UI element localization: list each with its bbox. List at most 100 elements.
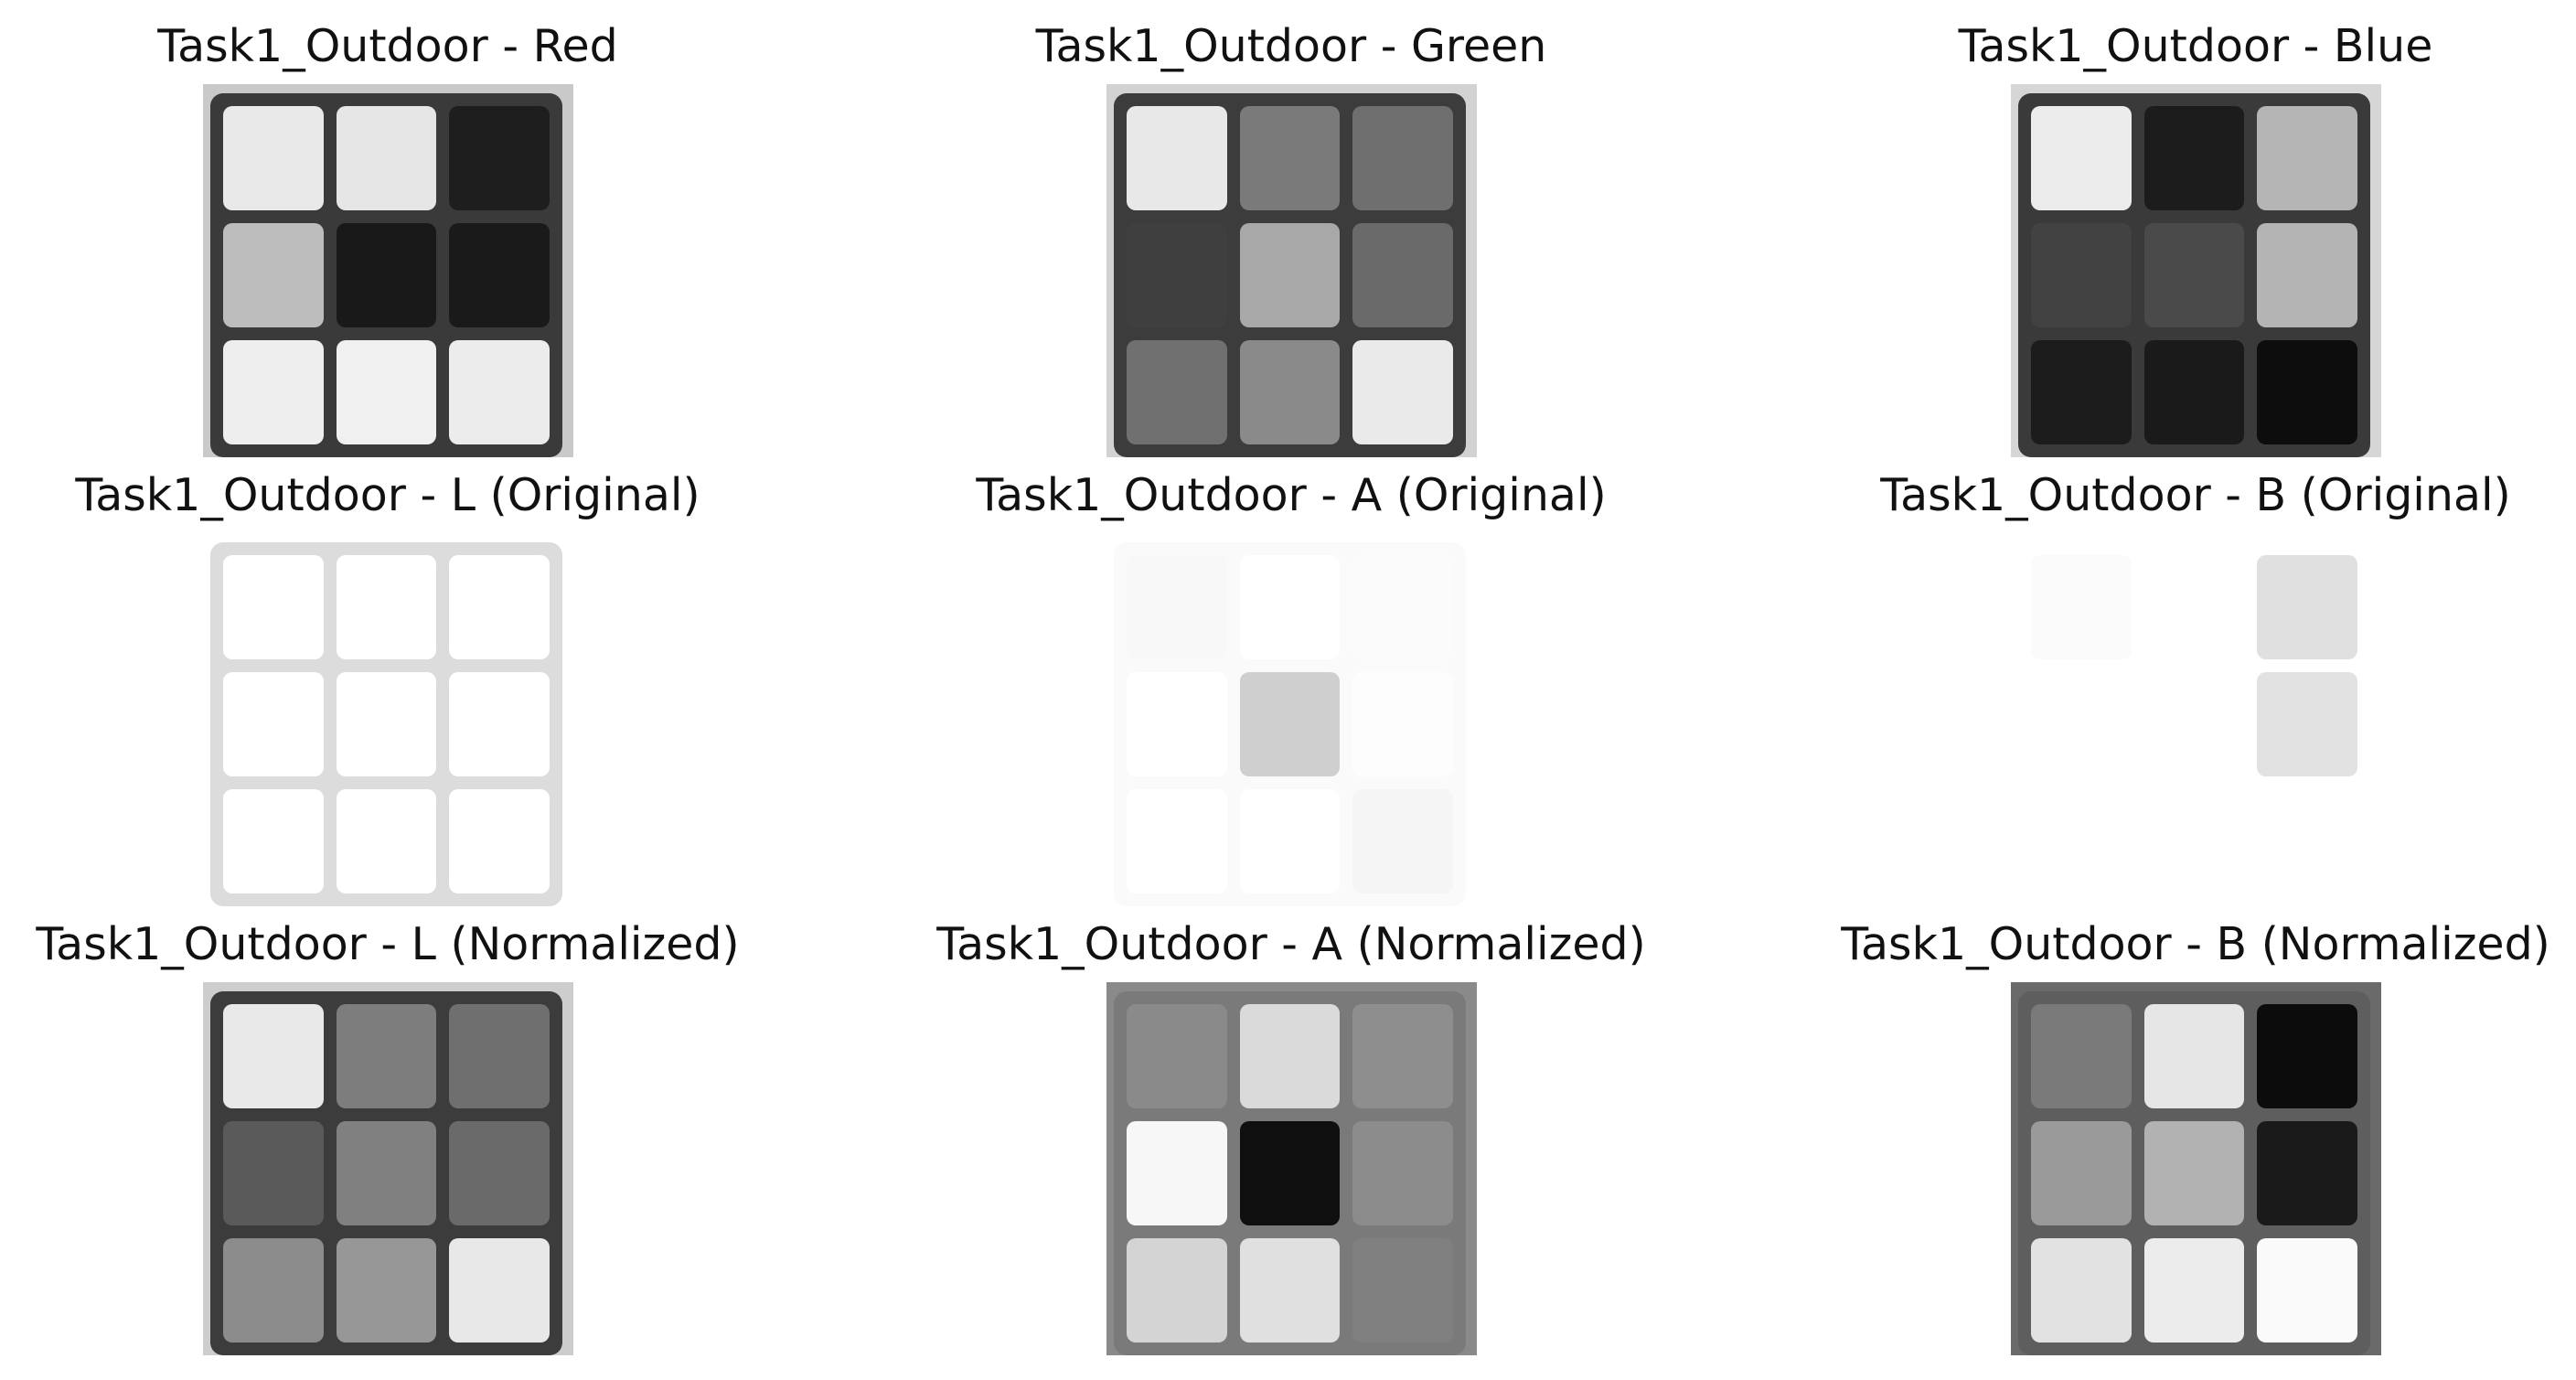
cube-sticker [2257, 672, 2357, 776]
cube-sticker [449, 340, 550, 444]
cube-sticker [1127, 789, 1227, 893]
cube-sticker [449, 789, 550, 893]
cube-sticker [2257, 340, 2357, 444]
cube-channel-image [2011, 84, 2381, 457]
cube-sticker [2031, 789, 2132, 893]
cube-sticker [223, 223, 324, 327]
cube-sticker [336, 223, 437, 327]
cube-sticker [2257, 1004, 2357, 1108]
cube-sticker [1352, 223, 1453, 327]
cube-sticker [2031, 1238, 2132, 1343]
cube-sticker [1239, 672, 1341, 776]
cube-sticker [223, 672, 324, 776]
cube-sticker [1239, 106, 1341, 210]
cube-sticker [2257, 555, 2357, 659]
cube-channel-image [203, 982, 573, 1355]
cube-sticker [2257, 223, 2357, 327]
cube-sticker [1239, 340, 1341, 444]
panel-title: Task1_Outdoor - Red [157, 20, 618, 72]
cube-sticker [2031, 106, 2132, 210]
cube-channel-image [1106, 982, 1477, 1355]
cube-sticker [223, 106, 324, 210]
panel-title: Task1_Outdoor - B (Original) [1880, 469, 2511, 521]
cube-sticker [1127, 106, 1227, 210]
panel-title: Task1_Outdoor - L (Original) [75, 469, 700, 521]
cube-sticker [1352, 1004, 1453, 1108]
cube-sticker [336, 1238, 437, 1343]
cube-sticker [2143, 1238, 2245, 1343]
cube-sticker [1352, 789, 1453, 893]
panel-title: Task1_Outdoor - A (Normalized) [936, 918, 1646, 970]
cube-sticker [1127, 672, 1227, 776]
cube-sticker [2143, 789, 2245, 893]
cube-sticker [1352, 555, 1453, 659]
cube-sticker [1127, 555, 1227, 659]
panel-title: Task1_Outdoor - B (Normalized) [1841, 918, 2550, 970]
panel-title: Task1_Outdoor - Green [1035, 20, 1547, 72]
cube-sticker [1352, 106, 1453, 210]
cube-channel-image [2011, 982, 2381, 1355]
cube-sticker [1127, 340, 1227, 444]
cube-sticker [449, 223, 550, 327]
cube-sticker [1127, 223, 1227, 327]
cube-sticker [2257, 1238, 2357, 1343]
cube-sticker [2143, 1004, 2245, 1108]
cube-sticker [1239, 555, 1341, 659]
cube-sticker [2143, 1121, 2245, 1225]
cube-sticker [2031, 1004, 2132, 1108]
cube-channel-image [203, 84, 573, 457]
cube-body [210, 542, 562, 906]
cube-body [210, 93, 562, 457]
cube-channel-image [2011, 533, 2381, 906]
cube-sticker [1352, 1238, 1453, 1343]
cube-body [1114, 991, 1466, 1355]
panel-title: Task1_Outdoor - A (Original) [976, 469, 1607, 521]
cube-channel-image [203, 533, 573, 906]
cube-sticker [2143, 555, 2245, 659]
cube-channel-image [1106, 533, 1477, 906]
cube-sticker [2257, 106, 2357, 210]
cube-sticker [2031, 555, 2132, 659]
cube-channel-image [1106, 84, 1477, 457]
cube-body [2018, 542, 2370, 906]
cube-sticker [223, 340, 324, 444]
cube-sticker [2031, 672, 2132, 776]
cube-body [210, 991, 562, 1355]
cube-sticker [336, 106, 437, 210]
cube-sticker [1239, 1238, 1341, 1343]
cube-sticker [449, 1121, 550, 1225]
cube-sticker [223, 555, 324, 659]
cube-sticker [1352, 340, 1453, 444]
cube-sticker [2257, 789, 2357, 893]
cube-body [2018, 991, 2370, 1355]
cube-sticker [2143, 223, 2245, 327]
cube-sticker [336, 555, 437, 659]
panel-title: Task1_Outdoor - L (Normalized) [36, 918, 740, 970]
cube-sticker [1127, 1121, 1227, 1225]
cube-sticker [2143, 340, 2245, 444]
cube-body [1114, 93, 1466, 457]
cube-sticker [2257, 1121, 2357, 1225]
panel-title: Task1_Outdoor - Blue [1958, 20, 2433, 72]
cube-sticker [1127, 1004, 1227, 1108]
cube-sticker [449, 1004, 550, 1108]
cube-sticker [1239, 789, 1341, 893]
cube-sticker [336, 789, 437, 893]
cube-sticker [1239, 223, 1341, 327]
cube-sticker [223, 1004, 324, 1108]
cube-sticker [223, 789, 324, 893]
cube-sticker [449, 672, 550, 776]
cube-sticker [2031, 223, 2132, 327]
cube-sticker [1239, 1121, 1341, 1225]
cube-sticker [2031, 1121, 2132, 1225]
cube-sticker [2143, 672, 2245, 776]
cube-sticker [223, 1121, 324, 1225]
cube-sticker [449, 106, 550, 210]
cube-sticker [449, 555, 550, 659]
cube-body [2018, 93, 2370, 457]
cube-sticker [1352, 672, 1453, 776]
cube-sticker [449, 1238, 550, 1343]
cube-sticker [336, 1004, 437, 1108]
cube-sticker [1239, 1004, 1341, 1108]
cube-sticker [2143, 106, 2245, 210]
